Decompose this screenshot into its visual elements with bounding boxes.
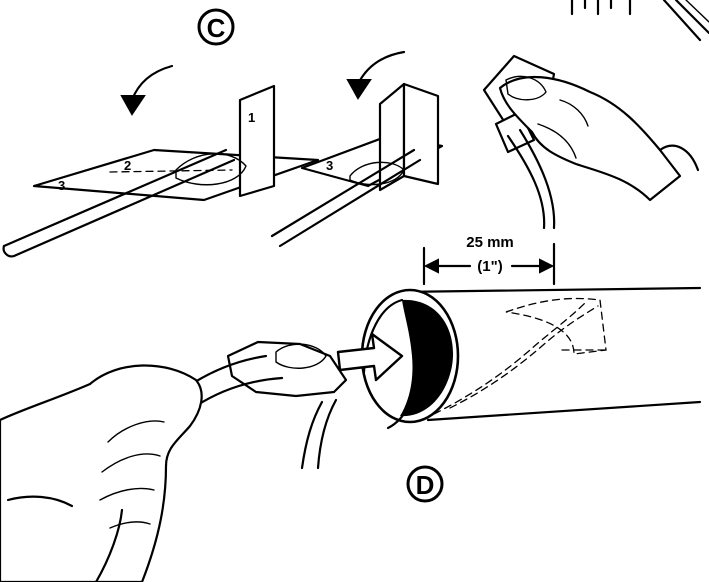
ruler-corner [570, 0, 709, 42]
fold-label-3b: 3 [326, 158, 333, 173]
step-d-text: D [416, 470, 435, 500]
hand-with-tool [0, 340, 412, 582]
dimension-imperial: (1") [477, 258, 502, 275]
fold-label-1: 1 [248, 110, 255, 125]
insertion-arrow [336, 332, 404, 382]
step-c-text: C [207, 13, 226, 43]
hand-pinching-patch [482, 54, 700, 230]
fold-label-3a: 3 [58, 178, 65, 193]
fold-step-one: 3 2 1 [2, 64, 320, 258]
dimension-metric: 25 mm [466, 234, 514, 251]
dimension-annotation: 25 mm (1") [422, 234, 556, 286]
fold-step-two: 3 [270, 50, 444, 248]
fold-label-2: 2 [124, 158, 131, 173]
step-d-label: D [406, 465, 444, 503]
step-c-label: C [197, 8, 235, 46]
tube [360, 286, 702, 424]
